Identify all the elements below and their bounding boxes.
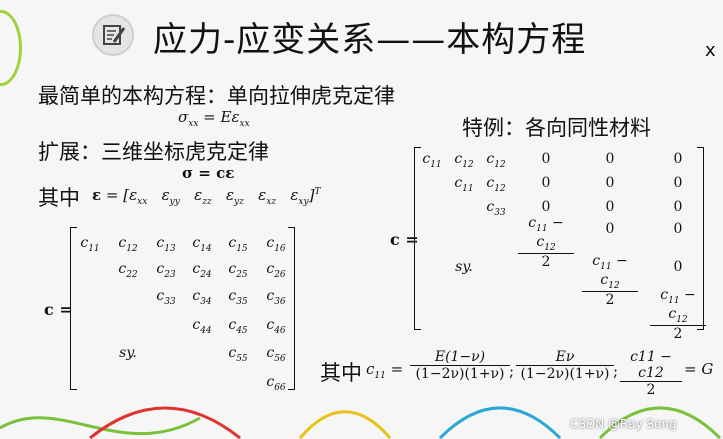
page-title: 应力-应变关系——本构方程 xyxy=(153,20,587,60)
matrix-cell: c26 xyxy=(266,261,286,280)
matrix-cell: 0 xyxy=(541,175,551,191)
matrix-cell: sy. xyxy=(455,259,473,275)
matrix-cell: c14 xyxy=(192,235,212,254)
matrix-cell: c13 xyxy=(156,235,176,254)
matrix-cell: c12 xyxy=(454,151,474,170)
matrix-cell: c12 xyxy=(486,151,506,170)
matrix-cell: 0 xyxy=(673,199,683,215)
matrix-cell: c55 xyxy=(228,345,248,364)
matrix-cell: 0 xyxy=(605,151,615,167)
matrix-cell: c11 xyxy=(454,175,474,194)
matrix-cell: c16 xyxy=(266,235,286,254)
c11-definition: c11 = xyxy=(366,360,404,381)
matrix-cell: c36 xyxy=(266,288,286,307)
matrix-cell: 0 xyxy=(541,199,551,215)
matrix-cell: c44 xyxy=(192,317,212,336)
matrix-cell: c11 xyxy=(80,235,100,254)
special-case-label: 特例：各向同性材料 xyxy=(462,116,651,140)
matrix-cell: 0 xyxy=(673,175,683,191)
line-3d-hooke: 扩展：三维坐标虎克定律 xyxy=(38,140,269,164)
matrix-cell: 0 xyxy=(605,175,615,191)
matrix-cell: c56 xyxy=(266,345,286,364)
matrix-cell: c35 xyxy=(228,288,248,307)
line-simple-hooke: 最简单的本构方程：单向拉伸虎克定律 xyxy=(38,84,395,108)
matrix-cell: c33 xyxy=(486,199,506,218)
matrix-cell: 0 xyxy=(673,259,683,275)
matrix-cell: c15 xyxy=(228,235,248,254)
matrix-cell: c12 xyxy=(486,175,506,194)
watermark: CSDN @Ray Song xyxy=(570,417,677,431)
matrix-cell: 0 xyxy=(673,221,683,237)
strain-vector: ε = [εxx εyy εzz εyz εxz εxy]T xyxy=(92,186,321,207)
where-label-1: 其中 xyxy=(38,186,80,210)
where-label-2: 其中 xyxy=(320,361,362,385)
matrix-cell: 0 xyxy=(605,199,615,215)
edit-icon xyxy=(92,14,134,56)
matrix-cell: c11 xyxy=(422,151,442,170)
matrix-cell: c46 xyxy=(266,317,286,336)
hooke-3d-equation: σ = cε xyxy=(182,164,235,182)
hooke-1d-equation: σxx = Eεxx xyxy=(178,108,250,129)
fraction-1: E(1−ν)(1−2ν)(1+ν) xyxy=(410,349,510,382)
matrix-cell: 0 xyxy=(673,151,683,167)
matrix-cell: c22 xyxy=(118,261,138,280)
close-button[interactable]: x xyxy=(705,40,716,61)
equals-g: = G xyxy=(684,360,714,378)
general-stiffness-matrix: c11 c12 c13 c14 c15 c16 c22 c23 c24 c25 c26 c33 c34 c… xyxy=(70,227,295,393)
separator-2: ; xyxy=(613,362,619,380)
matrix-cell: c25 xyxy=(228,261,248,280)
matrix-cell: sy. xyxy=(119,345,137,361)
c-label-right: c = xyxy=(390,230,419,249)
matrix-cell: c12 xyxy=(118,235,138,254)
matrix-cell: c34 xyxy=(192,288,212,307)
c-label-left: c = xyxy=(44,300,73,319)
matrix-cell: c66 xyxy=(266,374,286,393)
matrix-cell: c23 xyxy=(156,261,176,280)
matrix-cell: 0 xyxy=(605,221,615,237)
fraction-2: Eν(1−2ν)(1+ν) xyxy=(516,349,614,382)
matrix-cell: c45 xyxy=(228,317,248,336)
decorative-arc xyxy=(0,10,22,86)
separator-1: ; xyxy=(509,362,515,380)
matrix-cell: c33 xyxy=(156,288,176,307)
matrix-cell: 0 xyxy=(541,151,551,167)
decorative-waves xyxy=(0,406,722,439)
matrix-cell: c24 xyxy=(192,261,212,280)
